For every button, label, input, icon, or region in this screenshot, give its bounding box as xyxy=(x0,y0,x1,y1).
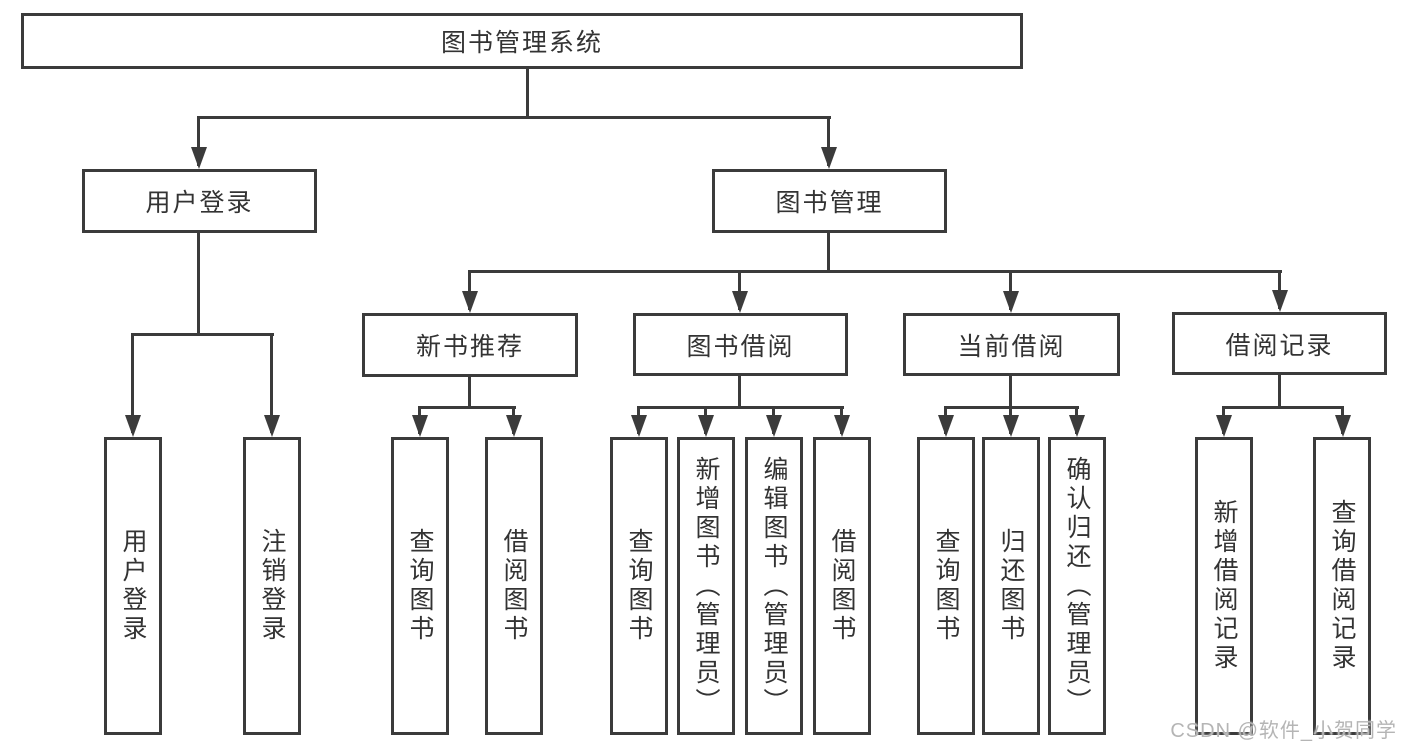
arrow-down-icon xyxy=(462,291,478,313)
connector-line xyxy=(738,376,741,408)
node-new-book-recommend: 新书推荐 xyxy=(362,313,578,377)
arrow-down-icon xyxy=(264,415,280,437)
node-label: 图书管理系统 xyxy=(440,29,603,57)
node-book-borrowing: 图书借阅 xyxy=(633,313,848,376)
connector-line xyxy=(131,333,274,336)
connector-line xyxy=(468,270,471,310)
node-leaf-borrow-book-recommend: 借阅图书 xyxy=(485,437,543,735)
connector-line xyxy=(270,333,273,433)
node-leaf-logout: 注销登录 xyxy=(243,437,301,735)
node-label: 确认归还（管理员） xyxy=(1063,455,1091,717)
node-leaf-confirm-return-admin: 确认归还（管理员） xyxy=(1048,437,1106,735)
node-label: 新增借阅记录 xyxy=(1210,499,1238,673)
node-label: 查询图书 xyxy=(932,528,960,644)
connector-line xyxy=(1222,406,1344,409)
connector-line xyxy=(131,333,134,433)
node-borrowing-records: 借阅记录 xyxy=(1172,312,1387,375)
node-label: 图书管理 xyxy=(775,189,884,217)
node-label: 新书推荐 xyxy=(415,333,524,361)
node-leaf-edit-book-admin: 编辑图书（管理员） xyxy=(745,437,803,735)
node-label: 查询借阅记录 xyxy=(1328,499,1356,673)
node-label: 查询图书 xyxy=(406,528,434,644)
node-leaf-borrow-book-borrowing: 借阅图书 xyxy=(813,437,871,735)
node-label: 用户登录 xyxy=(119,528,147,644)
arrow-down-icon xyxy=(1335,415,1351,437)
node-leaf-return-book: 归还图书 xyxy=(982,437,1040,735)
connector-line xyxy=(738,270,741,310)
node-leaf-add-book-admin: 新增图书（管理员） xyxy=(677,437,735,735)
node-user-login-group: 用户登录 xyxy=(82,169,317,233)
node-current-borrowing: 当前借阅 xyxy=(903,313,1120,376)
node-label: 新增图书（管理员） xyxy=(692,455,720,717)
node-label: 查询图书 xyxy=(625,528,653,644)
arrow-down-icon xyxy=(1003,415,1019,437)
node-leaf-query-book-recommend: 查询图书 xyxy=(391,437,449,735)
connector-line xyxy=(827,116,830,166)
node-label: 图书借阅 xyxy=(686,332,795,361)
arrow-down-icon xyxy=(1216,415,1232,437)
node-leaf-add-borrow-record: 新增借阅记录 xyxy=(1195,437,1253,735)
connector-line xyxy=(197,116,831,119)
arrow-down-icon xyxy=(125,415,141,437)
arrow-down-icon xyxy=(1003,291,1019,313)
watermark-text: CSDN @软件_小贺同学 xyxy=(1170,720,1397,742)
node-label: 用户登录 xyxy=(145,189,254,217)
node-label: 借阅图书 xyxy=(828,528,856,644)
node-root: 图书管理系统 xyxy=(21,13,1023,69)
connector-line xyxy=(637,406,844,409)
node-label: 借阅记录 xyxy=(1225,331,1334,360)
connector-line xyxy=(526,69,529,118)
node-leaf-query-borrow-record: 查询借阅记录 xyxy=(1313,437,1371,735)
node-leaf-user-login: 用户登录 xyxy=(104,437,162,735)
connector-line xyxy=(827,233,830,272)
connector-line xyxy=(197,233,200,335)
arrow-down-icon xyxy=(732,291,748,313)
connector-line xyxy=(1278,270,1281,309)
arrow-down-icon xyxy=(191,147,207,169)
arrow-down-icon xyxy=(412,415,428,437)
connector-line xyxy=(1009,270,1012,310)
node-leaf-query-book-current: 查询图书 xyxy=(917,437,975,735)
arrow-down-icon xyxy=(821,147,837,169)
node-label: 借阅图书 xyxy=(500,528,528,644)
connector-line xyxy=(468,377,471,408)
arrow-down-icon xyxy=(766,415,782,437)
arrow-down-icon xyxy=(938,415,954,437)
node-book-management: 图书管理 xyxy=(712,169,947,233)
node-label: 编辑图书（管理员） xyxy=(760,455,788,717)
arrow-down-icon xyxy=(698,415,714,437)
arrow-down-icon xyxy=(631,415,647,437)
connector-line xyxy=(1009,376,1012,408)
node-label: 当前借阅 xyxy=(957,332,1066,361)
arrow-down-icon xyxy=(1069,415,1085,437)
arrow-down-icon xyxy=(1272,290,1288,312)
arrow-down-icon xyxy=(834,415,850,437)
node-label: 归还图书 xyxy=(997,528,1025,644)
connector-line xyxy=(418,406,516,409)
arrow-down-icon xyxy=(506,415,522,437)
connector-line xyxy=(197,116,200,166)
connector-line xyxy=(468,270,1282,273)
connector-line xyxy=(1278,375,1281,407)
node-label: 注销登录 xyxy=(258,528,286,644)
node-leaf-query-book-borrowing: 查询图书 xyxy=(610,437,668,735)
